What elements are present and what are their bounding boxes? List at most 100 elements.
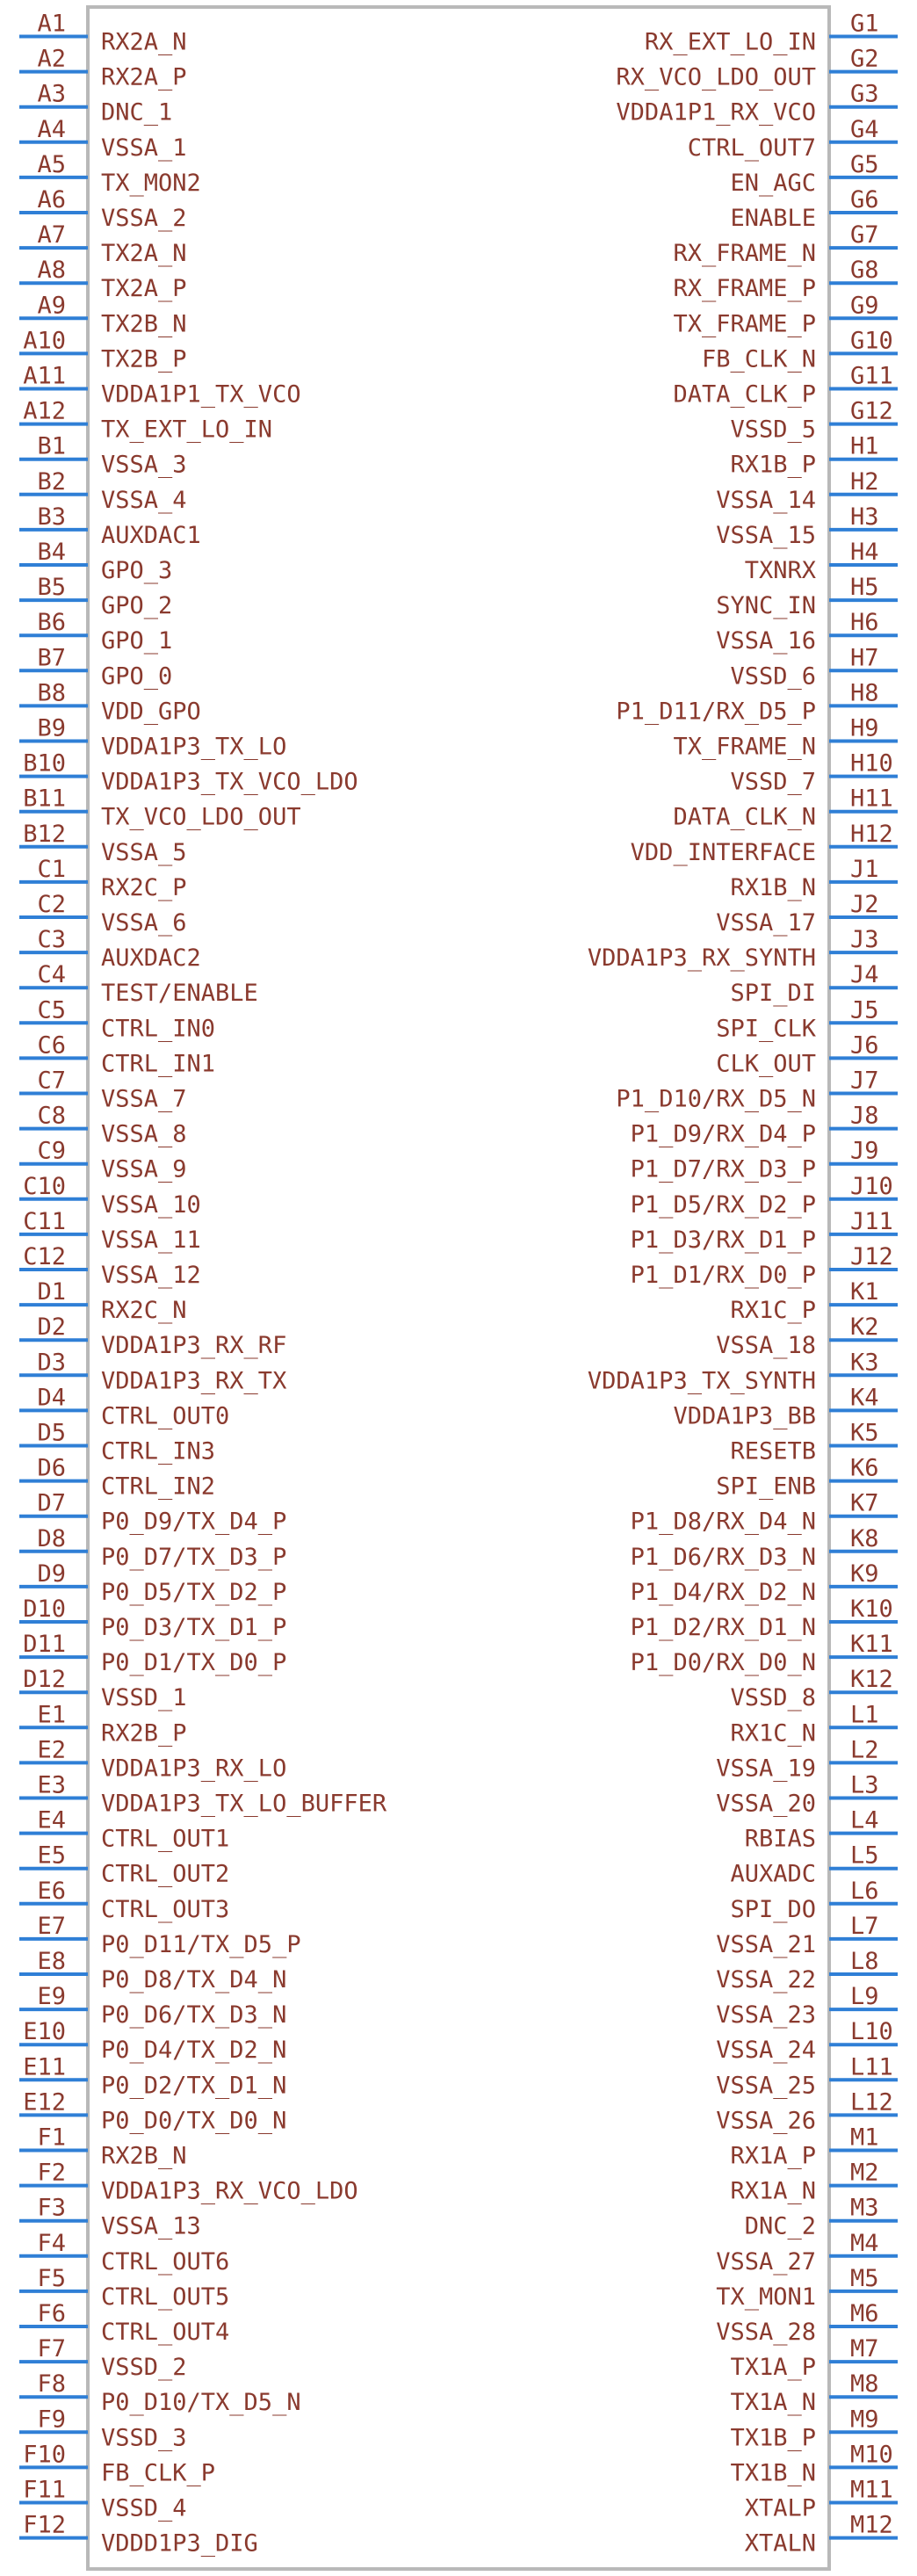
pin-name: RX1C_N (730, 1719, 816, 1747)
pin-number: D5 (37, 1420, 66, 1447)
pin-number: A10 (23, 327, 66, 354)
pin-name: RX1A_N (730, 2178, 816, 2205)
pin-number: H1 (850, 433, 879, 460)
pin-number: L2 (850, 1736, 879, 1763)
pin-number: K4 (850, 1384, 879, 1411)
pin-name: SPI_DI (730, 980, 816, 1007)
pin-name: VSSA_23 (716, 2001, 816, 2029)
pin-name: P0_D4/TX_D2_N (101, 2037, 286, 2064)
pin-name: ENABLE (730, 205, 816, 232)
right-pin-group: G1RX_EXT_LO_ING2RX_VCO_LDO_OUTG3VDDA1P1_… (588, 11, 898, 2558)
pin-number: M1 (850, 2124, 879, 2152)
pin-number: K10 (850, 1596, 893, 1623)
pin-name: XTALP (745, 2495, 816, 2522)
pin-number: L12 (850, 2088, 893, 2116)
pin-number: H3 (850, 503, 879, 531)
pin-name: GPO_3 (101, 557, 172, 584)
pin-number: G2 (850, 46, 879, 73)
pin-number: K1 (850, 1278, 879, 1306)
pin-name: VSSA_5 (101, 839, 187, 866)
pin-number: H8 (850, 679, 879, 706)
pin-name: P0_D9/TX_D4_P (101, 1509, 286, 1536)
pin-name: VDDA1P3_RX_SYNTH (588, 944, 816, 972)
pin-name: CTRL_OUT3 (101, 1896, 229, 1923)
pin-name: P1_D9/RX_D4_P (631, 1121, 816, 1148)
pin-name: VSSA_16 (716, 627, 816, 655)
pin-name: P0_D11/TX_D5_P (101, 1931, 301, 1958)
pin-name: VSSA_27 (716, 2248, 816, 2276)
pin-number: F9 (37, 2406, 66, 2433)
pin-number: D4 (37, 1384, 66, 1411)
pin-number: G7 (850, 221, 879, 249)
pin-name: RX2B_P (101, 1719, 187, 1747)
pin-number: K9 (850, 1560, 879, 1588)
pin-name: TX1B_N (730, 2459, 816, 2486)
pin-number: H4 (850, 539, 879, 566)
pin-name: VSSA_21 (716, 1931, 816, 1958)
pin-name: FB_CLK_N (702, 345, 816, 373)
pin-number: F10 (23, 2441, 66, 2468)
pin-name: AUXDAC2 (101, 944, 201, 972)
pin-number: L6 (850, 1878, 879, 1905)
pin-number: L10 (850, 2018, 893, 2045)
pin-number: E1 (37, 1701, 66, 1728)
pin-name: VDDA1P1_RX_VCO (616, 99, 816, 127)
pin-name: P0_D10/TX_D5_N (101, 2389, 301, 2416)
pin-number: C5 (37, 996, 66, 1024)
pin-name: VDDA1P3_RX_LO (101, 1755, 286, 1782)
pin-name: P0_D3/TX_D1_P (101, 1614, 286, 1641)
pin-number: J1 (850, 856, 879, 883)
pin-number: D10 (23, 1596, 66, 1623)
pin-name: VSSA_9 (101, 1156, 187, 1183)
pin-number: D2 (37, 1313, 66, 1341)
pin-name: VSSA_10 (101, 1191, 201, 1219)
pin-name: VSSA_6 (101, 909, 187, 937)
pin-number: L7 (850, 1913, 879, 1940)
pin-name: VDDA1P3_RX_RF (101, 1332, 286, 1359)
pin-name: TX_FRAME_N (673, 734, 816, 761)
pin-name: TX_VCO_LDO_OUT (101, 804, 301, 831)
pin-number: E8 (37, 1948, 66, 1975)
pin-number: C3 (37, 926, 66, 953)
pin-number: J3 (850, 926, 879, 953)
pin-number: E7 (37, 1913, 66, 1940)
pin-name: VSSA_8 (101, 1121, 187, 1148)
pin-name: XTALN (745, 2530, 816, 2558)
pin-name: CTRL_OUT4 (101, 2319, 229, 2346)
pin-name: P1_D0/RX_D0_N (631, 1649, 816, 1676)
pin-name: VSSD_1 (101, 1684, 187, 1711)
pin-number: A3 (37, 81, 66, 108)
pin-number: K8 (850, 1525, 879, 1552)
